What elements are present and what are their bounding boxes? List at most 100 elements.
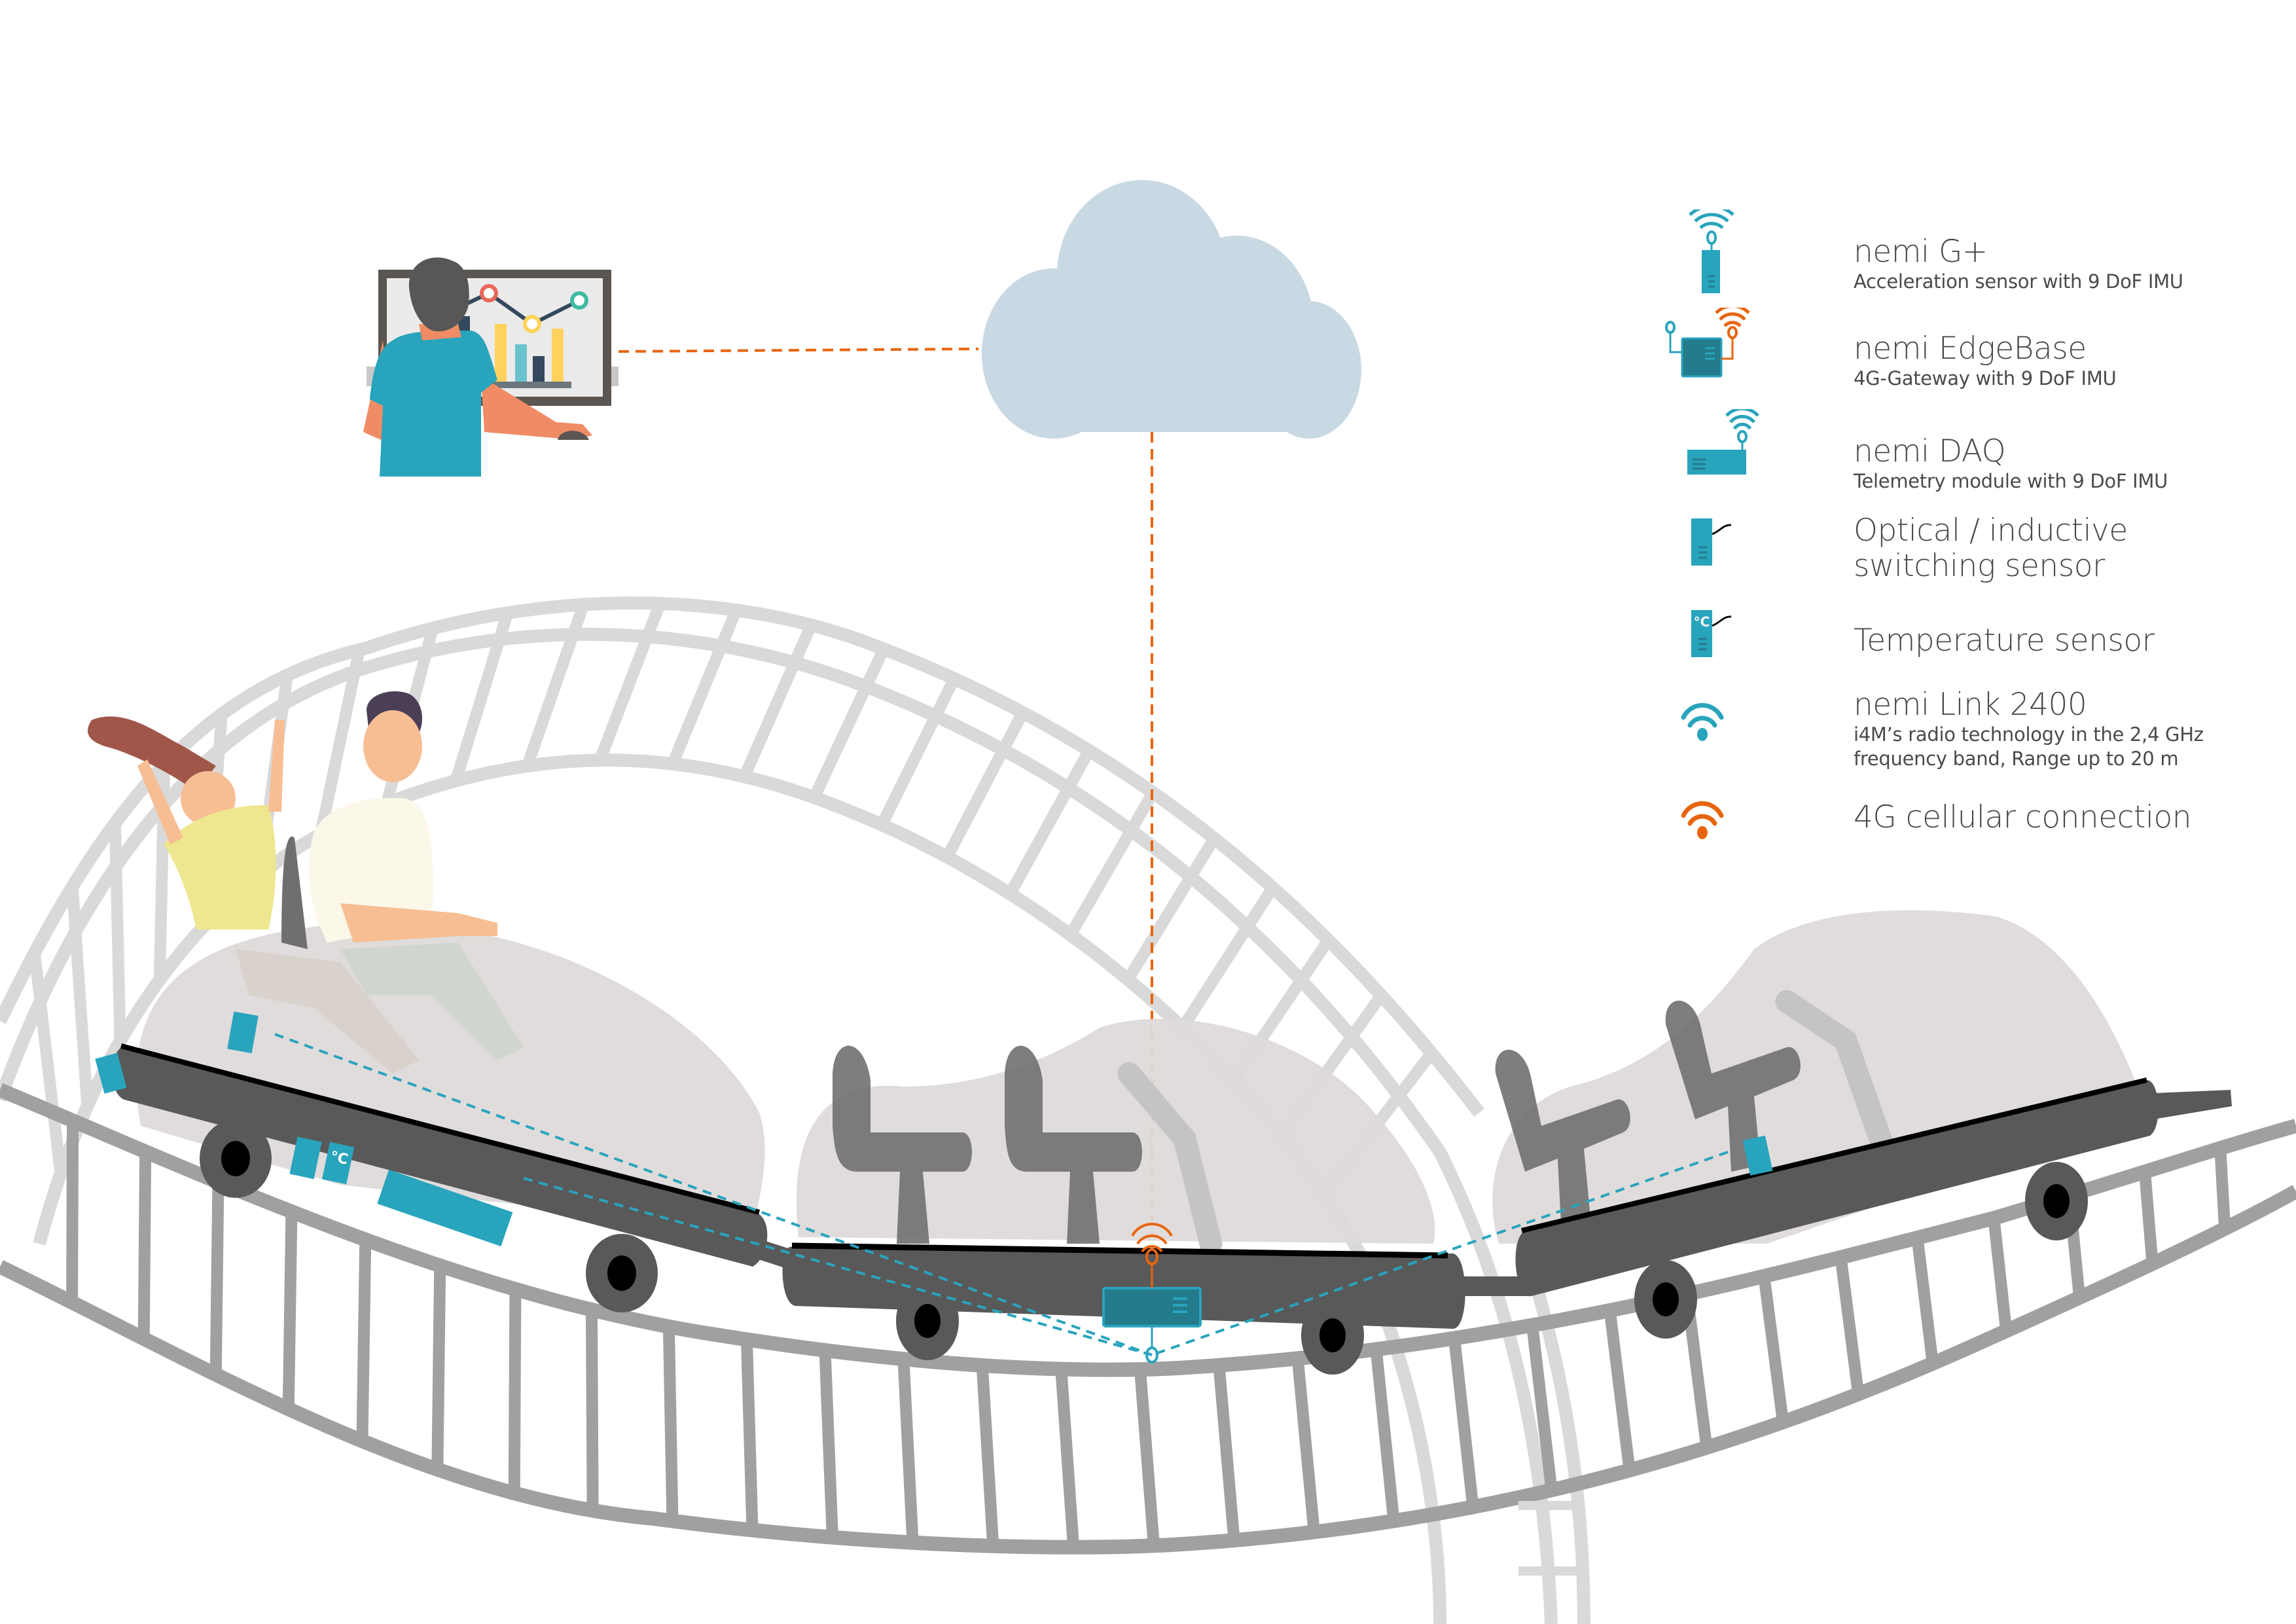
track-tie — [356, 1239, 372, 1441]
chart-line — [457, 291, 581, 327]
track-tie — [1758, 1275, 1789, 1423]
track-tie — [2214, 1147, 2231, 1229]
legend-title: Optical / inductive — [1854, 513, 2128, 549]
car-rear-rail — [1521, 1077, 2147, 1233]
chart-point — [480, 284, 498, 302]
girl-shirt — [164, 805, 276, 929]
track-tie — [1065, 789, 1158, 938]
lap-bar — [1775, 990, 1897, 1164]
coupler — [1446, 1276, 1532, 1296]
track-tie — [282, 1211, 298, 1409]
wheel-hub — [221, 1141, 250, 1176]
coupler — [2153, 1090, 2232, 1119]
track-tie — [1055, 1368, 1080, 1548]
chart-bar — [533, 356, 545, 382]
switching-sensor-device — [95, 1053, 127, 1094]
track-tie — [315, 648, 365, 836]
car-rear — [1492, 910, 2232, 1339]
wheel-hub — [1653, 1282, 1679, 1316]
man-shirt — [308, 798, 433, 943]
track-tie — [2139, 1171, 2159, 1265]
ladder — [1518, 1501, 1584, 1576]
man-arm — [340, 903, 497, 943]
track-tie — [66, 886, 94, 1107]
track-tie — [1526, 1324, 1558, 1491]
chart-point — [570, 291, 588, 310]
man-face — [363, 710, 422, 782]
legend-title: nemi DAQ — [1854, 433, 2006, 469]
wheel-hub — [2043, 1184, 2070, 1218]
track-tie — [522, 602, 590, 768]
switching-sensor-device — [289, 1136, 322, 1180]
cellular-link-monitor-cloud — [618, 348, 979, 353]
nemi-edgebase-icon — [1665, 308, 1750, 378]
radio-links — [274, 1033, 1729, 1356]
radio-link-line — [1151, 1151, 1729, 1356]
radio-link-icon — [1681, 703, 1724, 741]
car-front: °C — [88, 691, 768, 1312]
track-tie — [585, 1309, 599, 1511]
track-tie — [431, 1265, 446, 1470]
nemi-g-plus-device — [1742, 1135, 1773, 1176]
track-tie — [109, 823, 126, 1041]
svg-text:°C: °C — [329, 1149, 350, 1168]
operator-right-arm — [481, 376, 592, 440]
coupler — [738, 1234, 807, 1273]
legend-subtitle: 4G-Gateway with 9 DoF IMU — [1854, 367, 2117, 389]
track-tie — [209, 1182, 224, 1375]
legend-subtitle: Acceleration sensor with 9 DoF IMU — [1854, 270, 2183, 293]
legend-title: nemi EdgeBase — [1854, 331, 2087, 367]
track-tie — [1370, 1348, 1400, 1522]
chart-bar — [515, 344, 527, 382]
mouse — [558, 431, 589, 440]
track-tie — [594, 601, 666, 763]
track-tie — [897, 1358, 919, 1543]
track-tie — [1122, 835, 1219, 983]
svg-text:°C: °C — [1694, 614, 1710, 630]
front-track — [0, 1083, 2296, 1555]
track-tie — [1604, 1309, 1636, 1471]
girl-hair — [88, 716, 216, 792]
nemi-daq-device — [377, 1169, 513, 1247]
track-tie — [876, 676, 960, 828]
radio-link-line — [274, 1033, 1153, 1356]
seat — [832, 1045, 972, 1244]
seat — [1004, 1045, 1142, 1244]
chart-axis — [458, 382, 571, 388]
wheel-hub — [1319, 1318, 1346, 1352]
track-tie — [942, 710, 1028, 860]
track-tie — [1213, 1365, 1240, 1541]
legend-subtitle: Telemetry module with 9 DoF IMU — [1854, 470, 2168, 492]
track-tie — [28, 952, 67, 1175]
track-tie — [66, 1121, 79, 1303]
car-middle-rail — [791, 1242, 1448, 1259]
legend-title: 4G cellular connection — [1854, 799, 2192, 835]
lap-bar — [1117, 1062, 1223, 1255]
track-tie — [1911, 1237, 1939, 1365]
track-tie — [819, 1350, 838, 1538]
chart-bar — [495, 324, 507, 382]
legend-subtitle: frequency band, Range up to 20 m — [1854, 748, 2179, 770]
girl-arm-up — [268, 720, 285, 812]
nemi-g-plus-icon — [1689, 209, 1734, 293]
car-front-chassis — [112, 1046, 768, 1267]
track-tie — [1291, 1358, 1320, 1533]
temperature-sensor-device: °C — [321, 1142, 355, 1185]
girl-arm-back — [137, 759, 183, 844]
loop-track-ties — [28, 601, 1437, 1198]
track-tie — [808, 646, 889, 801]
car-rear-chassis — [1515, 1080, 2159, 1297]
chart-bar — [552, 329, 564, 382]
wheel-hub — [914, 1304, 941, 1338]
chart-point — [523, 315, 541, 333]
legend-title: nemi G+ — [1854, 234, 1988, 270]
seat-back — [281, 836, 308, 949]
operator-workstation — [363, 257, 619, 477]
girl-legs — [236, 949, 419, 1074]
cellular-icon — [1681, 801, 1724, 839]
legend-subtitle: i4M’s radio technology in the 2,4 GHz — [1854, 723, 2204, 746]
car-middle — [738, 1019, 1532, 1375]
track-tie — [667, 607, 742, 767]
operator-shirt — [370, 331, 497, 477]
